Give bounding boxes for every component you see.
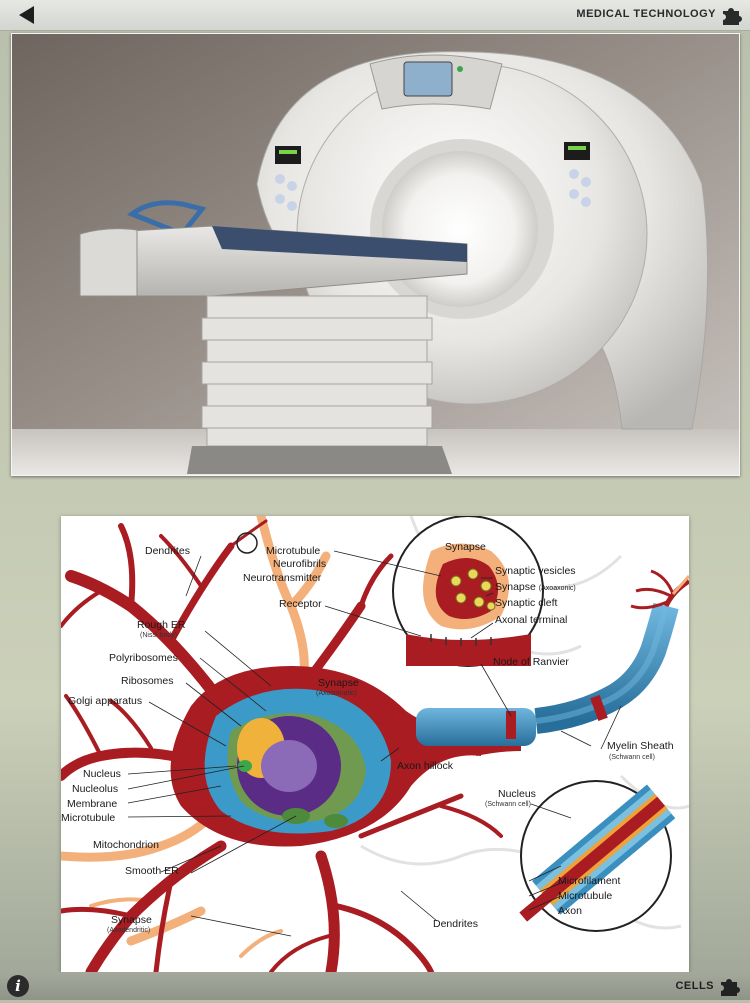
label-nucleolus: Nucleolus — [72, 783, 119, 795]
label-ribosomes: Ribosomes — [121, 675, 174, 687]
label-dendrites-lower: Dendrites — [433, 918, 478, 930]
neuron-diagram: Dendrites Microtubule Neurofibrils Neuro… — [61, 516, 689, 972]
ct-scanner-photo — [11, 33, 740, 476]
label-rough-er: Rough ER — [137, 619, 186, 631]
label-microtubule-soma: Microtubule — [61, 812, 116, 824]
label-polyribosomes: Polyribosomes — [109, 652, 178, 664]
label-axon: Axon — [558, 905, 582, 917]
label-neurotransmitter: Neurotransmitter — [243, 572, 322, 584]
label-synapse: Synapse — [445, 541, 486, 553]
neuron-illustration — [61, 516, 689, 972]
label-synaptic-cleft: Synaptic cleft — [495, 597, 558, 609]
section-title: MEDICAL TECHNOLOGY — [576, 8, 716, 20]
label-myelin-sheath: Myelin Sheath — [607, 740, 674, 752]
label-rough-er-sub: (Nissl body) — [140, 632, 177, 639]
label-synapse-axosomatic-sub: (Axosomatic) — [316, 690, 357, 697]
label-smooth-er: Smooth ER — [125, 865, 179, 877]
label-axon-hillock: Axon hillock — [397, 760, 454, 772]
label-microtubule-inset: Microtubule — [558, 890, 613, 902]
puzzle-piece-icon[interactable] — [718, 974, 742, 998]
back-arrow-icon[interactable] — [14, 4, 40, 26]
label-node-of-ranvier: Node of Ranvier — [493, 656, 569, 668]
label-nucleus-schwann-sub: (Schwann cell) — [485, 801, 531, 808]
ct-scanner-illustration — [12, 34, 739, 475]
section-title-bottom: CELLS — [675, 980, 714, 992]
label-neurofibrils: Neurofibrils — [273, 558, 327, 570]
label-mitochondrion: Mitochondrion — [93, 839, 159, 851]
label-synapse-axoaxonic: Synapse (Axoaxonic) — [495, 581, 576, 593]
label-nucleus: Nucleus — [83, 768, 121, 780]
label-dendrites: Dendrites — [145, 545, 190, 557]
info-icon[interactable]: i — [7, 975, 29, 997]
label-synapse-axodendritic: Synapse — [111, 914, 152, 926]
label-membrane: Membrane — [67, 798, 118, 810]
label-axonal-terminal: Axonal terminal — [495, 614, 568, 626]
puzzle-piece-icon[interactable] — [720, 3, 744, 27]
label-golgi-apparatus: Golgi apparatus — [68, 695, 143, 707]
label-microfilament: Microfilament — [558, 875, 621, 887]
top-bar: MEDICAL TECHNOLOGY — [0, 0, 750, 31]
label-receptor: Receptor — [279, 598, 322, 610]
label-synapse-axosomatic: Synapse — [318, 677, 359, 689]
bottom-bar: i CELLS — [0, 972, 750, 1000]
label-synaptic-vesicles: Synaptic vesicles — [495, 565, 576, 577]
label-myelin-sheath-sub: (Schwann cell) — [609, 754, 655, 761]
label-nucleus-schwann: Nucleus — [498, 788, 536, 800]
label-synapse-axodendritic-sub: (Axodendritic) — [107, 927, 151, 934]
label-microtubule: Microtubule — [266, 545, 321, 557]
